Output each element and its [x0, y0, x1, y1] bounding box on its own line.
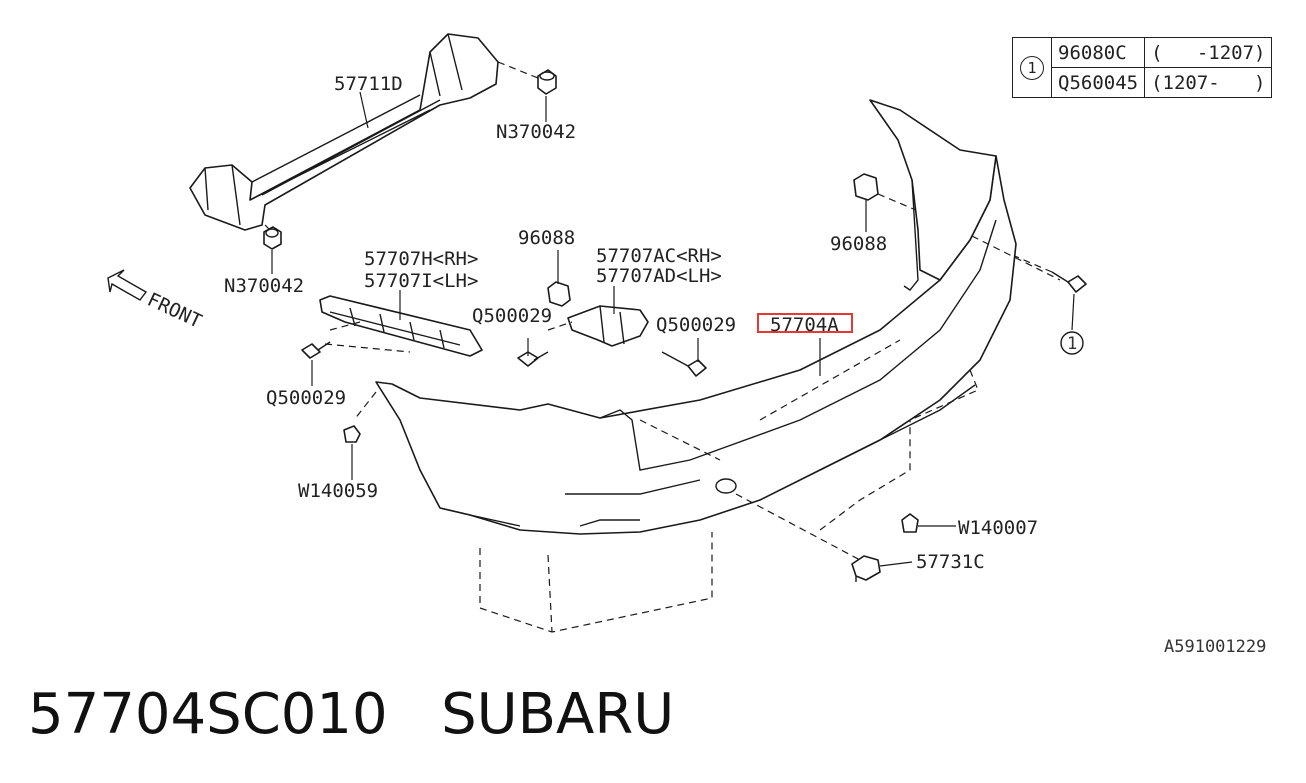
highlight-box	[757, 313, 853, 333]
callout-1-number: 1	[1067, 334, 1077, 354]
screw-right-callout-1-icon[interactable]	[1051, 271, 1087, 293]
legend-row: Q560045 (1207- )	[1013, 67, 1273, 98]
front-arrow-icon	[107, 269, 148, 301]
legend-range: ( -1207)	[1144, 37, 1273, 68]
label-n370042-left: N370042	[224, 275, 304, 297]
bracket-center-57707acad[interactable]	[567, 305, 649, 347]
clip-96088-center-icon[interactable]	[547, 281, 571, 307]
label-57711d: 57711D	[334, 73, 403, 95]
label-57707ac: 57707AC<RH>	[596, 245, 722, 267]
screw-left-icon[interactable]	[301, 341, 331, 359]
legend-key-circle: 1	[1020, 55, 1044, 80]
rear-beam-57711d[interactable]	[189, 33, 499, 231]
label-96088-right: 96088	[830, 233, 887, 255]
legend-table: 1 96080C ( -1207) Q560045 (1207- )	[1012, 37, 1273, 98]
label-w140059: W140059	[298, 480, 378, 502]
label-q500029-center-right: Q500029	[656, 314, 736, 336]
bumper-face-57704a[interactable]	[375, 99, 1017, 535]
drawing-reference: A591001229	[1164, 637, 1266, 657]
clip-w140059-icon[interactable]	[343, 425, 361, 443]
legend-part: Q560045	[1050, 67, 1146, 98]
label-q500029-left: Q500029	[266, 387, 346, 409]
screw-center-right-icon[interactable]	[661, 351, 707, 377]
label-57707i: 57707I<LH>	[364, 270, 478, 292]
label-57707h: 57707H<RH>	[364, 248, 478, 270]
legend-range: (1207- )	[1144, 67, 1273, 98]
callout-1-circle	[1060, 331, 1084, 355]
label-57704a[interactable]: 57704A	[770, 314, 839, 336]
footer-brand: SUBARU	[441, 682, 675, 747]
footer-title: 57704SC010 SUBARU	[28, 682, 674, 747]
footer-part-number: 57704SC010	[28, 682, 388, 747]
legend-part: 96080C	[1050, 37, 1146, 68]
cap-57731c-icon[interactable]	[851, 555, 881, 582]
label-q500029-center-left: Q500029	[472, 305, 552, 327]
label-w140007: W140007	[958, 517, 1038, 539]
label-57707ad: 57707AD<LH>	[596, 265, 722, 287]
nut-top-icon[interactable]	[537, 69, 557, 95]
front-label: FRONT	[144, 289, 205, 333]
label-57731c: 57731C	[916, 551, 985, 573]
label-96088-center: 96088	[518, 227, 575, 249]
spacer-left-57707hi[interactable]	[319, 295, 483, 357]
nut-left-icon[interactable]	[263, 226, 282, 250]
clip-w140007-icon[interactable]	[901, 513, 919, 533]
screw-center-left-icon[interactable]	[517, 351, 549, 367]
clip-96088-right-icon[interactable]	[853, 173, 879, 201]
legend-key: 1	[1012, 37, 1052, 98]
label-n370042-top: N370042	[496, 121, 576, 143]
legend-row: 1 96080C ( -1207)	[1012, 37, 1273, 98]
